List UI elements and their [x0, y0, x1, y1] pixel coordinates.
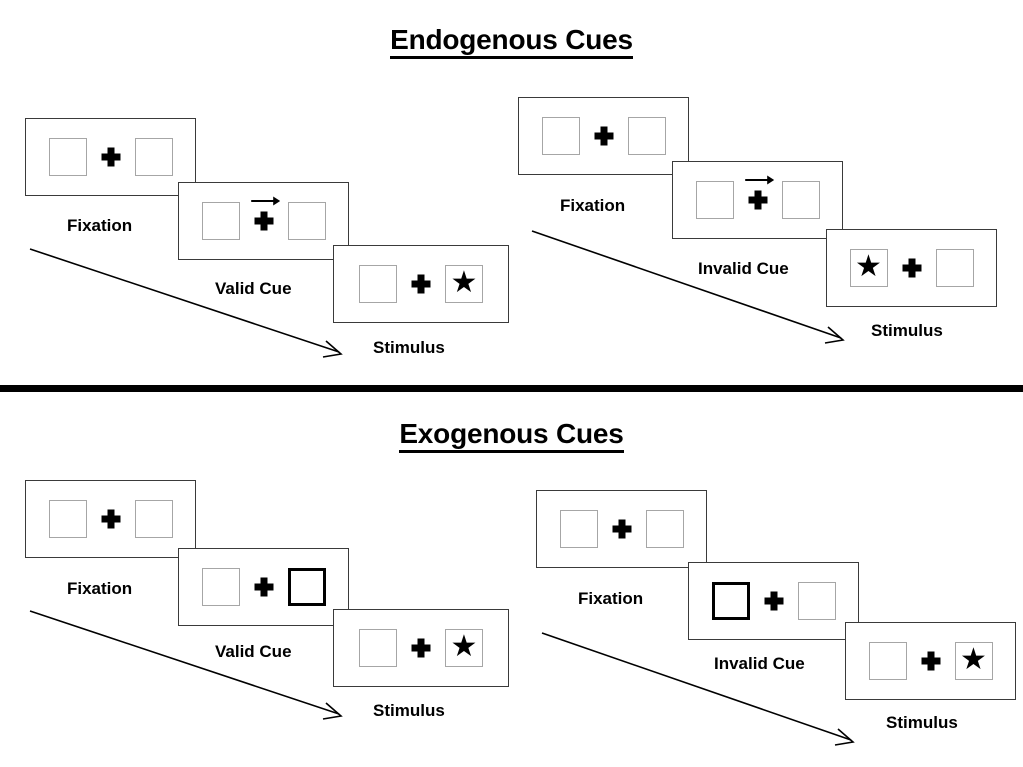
star-icon: ★ [960, 643, 987, 676]
fixation-cross-icon [744, 175, 774, 210]
right-square [287, 202, 326, 240]
star-icon: ★ [450, 266, 478, 299]
frame-content: ★ [359, 265, 483, 303]
right-square [645, 510, 684, 548]
right-square [935, 249, 974, 287]
frame-content: ★ [868, 642, 993, 680]
left-square-cued [711, 582, 750, 620]
fixation-cross-icon [411, 638, 431, 658]
frame-endogenous-valid-fixation [25, 118, 196, 196]
frame-content [541, 117, 666, 155]
caption-endogenous-invalid-cue: Invalid Cue [698, 259, 789, 278]
fixation-cross-icon [764, 591, 784, 611]
timeline-arrow-endogenous-valid [29, 248, 343, 358]
frame-exogenous-invalid-cue [688, 562, 859, 640]
left-square [541, 117, 580, 155]
left-square: ★ [849, 249, 888, 287]
left-square [559, 510, 598, 548]
timeline-arrow-exogenous-invalid [541, 632, 855, 746]
frame-endogenous-invalid-fixation [518, 97, 689, 175]
frame-content [48, 138, 173, 176]
caption-endogenous-valid-cue: Valid Cue [215, 279, 292, 298]
right-square: ★ [445, 629, 483, 667]
left-square [48, 500, 87, 538]
frame-exogenous-valid-cue [178, 548, 349, 626]
caption-endogenous-invalid-stimulus: Stimulus [871, 321, 943, 340]
left-square [695, 181, 734, 219]
section-title-endogenous: Endogenous Cues [0, 24, 1023, 59]
frame-exogenous-valid-stimulus: ★ [333, 609, 509, 687]
right-square [627, 117, 666, 155]
fixation-cross-icon [254, 577, 274, 597]
frame-exogenous-invalid-stimulus: ★ [845, 622, 1016, 700]
frame-content [201, 196, 326, 240]
fixation-cross-icon [101, 147, 121, 167]
right-square: ★ [954, 642, 993, 680]
right-square [134, 500, 173, 538]
section-title-exogenous-text: Exogenous Cues [399, 418, 624, 453]
caption-exogenous-valid-stimulus: Stimulus [373, 701, 445, 720]
frame-endogenous-valid-cue [178, 182, 349, 260]
left-square [359, 629, 397, 667]
left-square [359, 265, 397, 303]
frame-endogenous-invalid-cue [672, 161, 843, 239]
frame-content [559, 510, 684, 548]
left-square [48, 138, 87, 176]
right-square-cued [287, 568, 326, 606]
fixation-cross-icon [902, 258, 922, 278]
frame-content: ★ [359, 629, 483, 667]
section-title-endogenous-text: Endogenous Cues [390, 24, 633, 59]
section-title-exogenous: Exogenous Cues [0, 418, 1023, 453]
fixation-cross-icon [250, 196, 280, 231]
caption-endogenous-invalid-fixation: Fixation [560, 196, 626, 215]
right-square: ★ [445, 265, 483, 303]
fixation-cross-icon [101, 509, 121, 529]
timeline-arrow-endogenous-invalid [531, 230, 845, 344]
left-square [201, 568, 240, 606]
left-square [868, 642, 907, 680]
caption-exogenous-invalid-fixation: Fixation [578, 589, 644, 608]
frame-content [48, 500, 173, 538]
fixation-cross-icon [411, 274, 431, 294]
frame-exogenous-valid-fixation [25, 480, 196, 558]
fixation-cross-icon [594, 126, 614, 146]
caption-exogenous-valid-cue: Valid Cue [215, 642, 292, 661]
frame-endogenous-valid-stimulus: ★ [333, 245, 509, 323]
arrow-right-icon [250, 196, 280, 206]
left-square [201, 202, 240, 240]
frame-endogenous-invalid-stimulus: ★ [826, 229, 997, 307]
caption-exogenous-invalid-cue: Invalid Cue [714, 654, 805, 673]
caption-endogenous-valid-stimulus: Stimulus [373, 338, 445, 357]
caption-endogenous-valid-fixation: Fixation [67, 216, 133, 235]
right-square [781, 181, 820, 219]
frame-exogenous-invalid-fixation [536, 490, 707, 568]
caption-exogenous-valid-fixation: Fixation [67, 579, 133, 598]
section-divider [0, 385, 1023, 392]
frame-content [201, 568, 326, 606]
fixation-cross-icon [612, 519, 632, 539]
caption-exogenous-invalid-stimulus: Stimulus [886, 713, 958, 732]
frame-content: ★ [849, 249, 974, 287]
right-square [797, 582, 836, 620]
star-icon: ★ [450, 630, 478, 663]
star-icon: ★ [855, 250, 882, 283]
arrow-right-icon [744, 175, 774, 185]
right-square [134, 138, 173, 176]
fixation-cross-icon [921, 651, 941, 671]
frame-content [695, 175, 820, 219]
frame-content [711, 582, 836, 620]
